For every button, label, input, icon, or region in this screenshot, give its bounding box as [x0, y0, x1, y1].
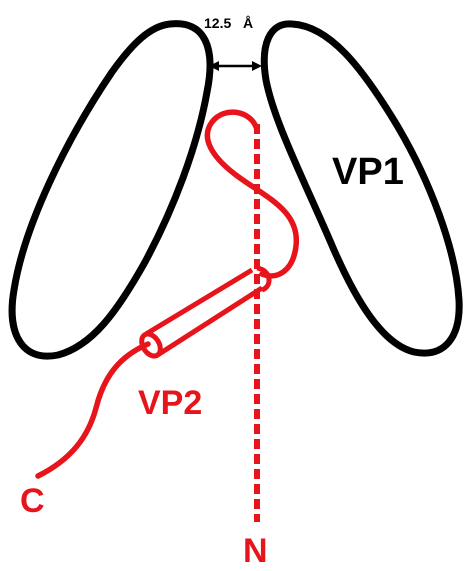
vp2-helix-cylinder — [138, 268, 269, 359]
vp1-label: VP1 — [332, 151, 404, 193]
distance-value: 12.5 — [204, 15, 231, 31]
vp1-left-lobe — [12, 24, 210, 357]
distance-label: 12.5 Å — [204, 15, 253, 31]
n-terminus-label: N — [243, 532, 268, 570]
distance-arrow — [209, 61, 262, 71]
vp2-c-terminal-tail — [38, 344, 148, 476]
vp2-label: VP2 — [138, 384, 202, 422]
angstrom-unit: Å — [243, 15, 253, 31]
c-terminus-label: C — [20, 482, 45, 520]
